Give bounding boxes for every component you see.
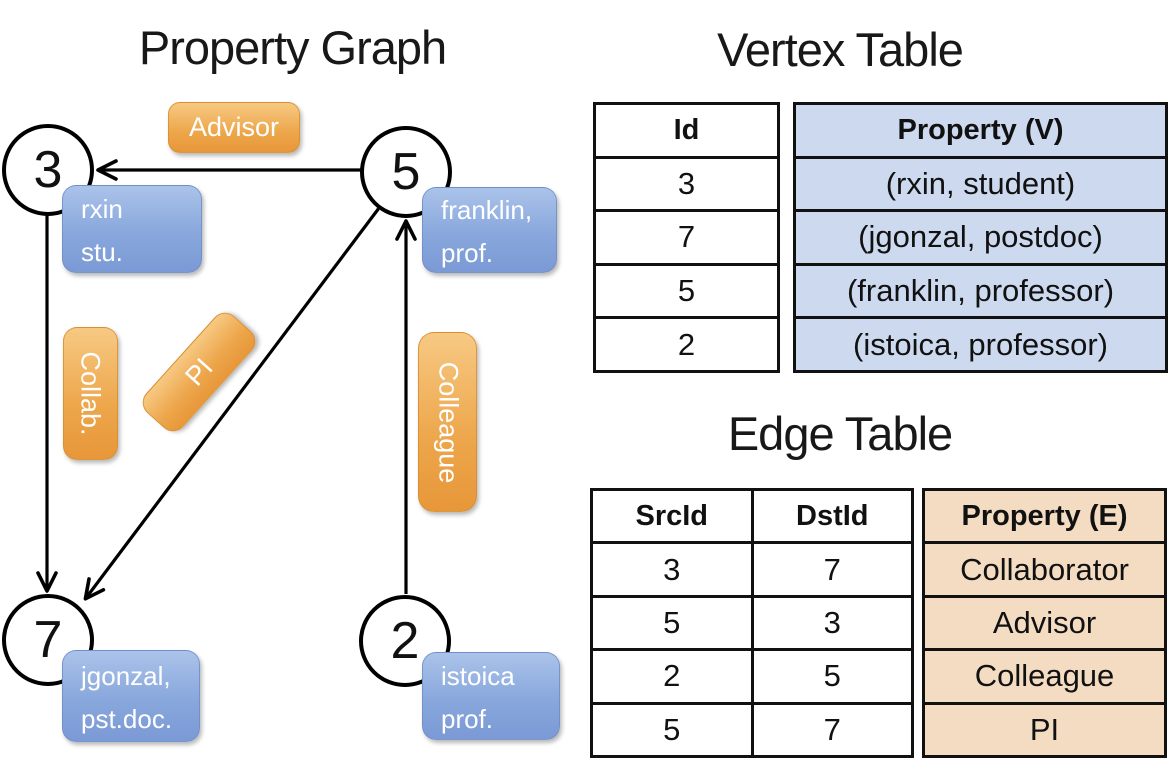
table-cell: 5 [663, 711, 681, 747]
table-cell: 7 [596, 209, 777, 263]
vertex-node-2: 2 [359, 595, 451, 687]
edge-label-colleague: Colleague [418, 332, 477, 512]
table-cell: 5 [750, 651, 912, 702]
vertex-label-franklin-line1: franklin, [441, 195, 533, 225]
vertex-table-id-header: Id [673, 113, 700, 146]
vertex-label-istoica-line2: prof. [441, 704, 494, 734]
table-cell: Colleague [925, 648, 1164, 701]
edge-label-collab-text: Collab. [76, 351, 107, 436]
vertex-table-id-column: Id 3 7 5 2 [593, 102, 780, 373]
edge-table-title: Edge Table [727, 407, 953, 460]
vertex-node-3-id: 3 [33, 141, 63, 199]
vertex-label-franklin-line2: prof. [441, 238, 494, 268]
vertex-label-jgonzal-line2: pst.doc. [81, 704, 173, 734]
edge-label-advisor-text: Advisor [188, 112, 280, 142]
table-cell: (rxin, student) [796, 155, 1165, 210]
vertex-table-property-column: Property (V) (rxin, student) (jgonzal, p… [793, 102, 1168, 373]
table-cell: 7 [750, 544, 912, 595]
vertex-label-rxin: rxin stu. [62, 185, 202, 273]
table-cell: 5 [663, 605, 681, 641]
edge-table-id-columns: SrcId DstId 3 7 5 3 2 5 5 7 [590, 488, 914, 758]
vertex-label-jgonzal-line1: jgonzal, [81, 661, 171, 691]
vertex-node-5-id: 5 [391, 143, 421, 201]
vertex-label-franklin: franklin, prof. [422, 187, 557, 273]
table-cell: PI [925, 701, 1164, 755]
table-cell: 5 [596, 262, 777, 317]
edge-5-7-line [83, 207, 381, 601]
vertex-label-rxin-line1: rxin [81, 194, 123, 224]
vertex-label-istoica: istoica prof. [422, 652, 560, 740]
table-cell: 3 [596, 155, 777, 210]
vertex-node-2-id: 2 [390, 612, 420, 670]
table-cell: (franklin, professor) [796, 262, 1165, 317]
table-cell: 3 [663, 551, 681, 587]
edge-table-dstid-header: DstId [750, 491, 912, 542]
table-cell: 7 [750, 704, 912, 756]
edge-table-srcid-header: SrcId [635, 499, 709, 532]
vertex-table-property-header: Property (V) [897, 113, 1064, 146]
vertex-table-title: Vertex Table [717, 23, 964, 76]
vertex-label-jgonzal: jgonzal, pst.doc. [62, 650, 200, 742]
edge-label-collab: Collab. [63, 327, 118, 460]
table-cell: 3 [750, 597, 912, 649]
table-cell: 2 [596, 316, 777, 370]
table-cell: 2 [663, 658, 681, 694]
vertex-node-5: 5 [360, 126, 452, 218]
edge-label-pi-text: PI [178, 352, 219, 392]
edge-label-colleague-text: Colleague [433, 361, 463, 483]
property-graph-title: Property Graph [138, 21, 447, 74]
table-cell: Advisor [925, 594, 1164, 648]
edge-label-advisor: Advisor [168, 102, 300, 153]
table-cell: (jgonzal, postdoc) [796, 209, 1165, 263]
table-cell: (istoica, professor) [796, 316, 1165, 370]
vertex-node-7-id: 7 [33, 611, 63, 669]
edge-table-property-column: Property (E) Collaborator Advisor Collea… [922, 488, 1167, 758]
graph-edges [36, 159, 417, 601]
vertex-label-rxin-line2: stu. [81, 237, 123, 267]
table-cell: Collaborator [925, 541, 1164, 594]
vertex-label-istoica-line1: istoica [441, 661, 515, 691]
edge-table-property-header: Property (E) [961, 499, 1128, 532]
